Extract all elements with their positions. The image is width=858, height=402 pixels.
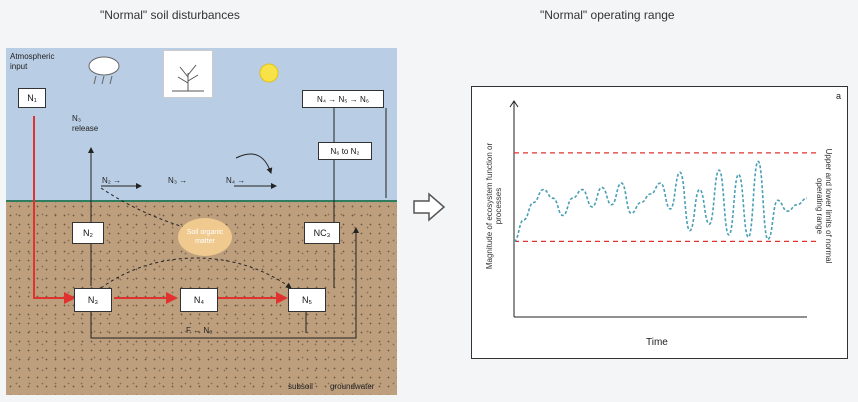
atmospheric-input-label: Atmospheric input: [10, 52, 55, 71]
red-flow-input: [33, 116, 76, 304]
y-axis-arrowhead: [509, 100, 519, 108]
node-n1: N₁: [18, 88, 46, 108]
flux-right-label: N₄ →: [226, 176, 246, 185]
node-n2: N₂: [72, 222, 104, 244]
sun-icon: [254, 58, 284, 88]
y-axis-label-right: Upper and lower limits of normal operati…: [815, 148, 833, 264]
node-n4-chain: N₄ → N₅ → N₆: [302, 90, 384, 108]
flux-mid-label: N₃ →: [168, 176, 188, 185]
function-series-line: [513, 160, 808, 243]
node-n6: N₆ to N₂: [318, 142, 372, 160]
node-n3: N₃: [74, 288, 112, 312]
curved-return-flow: [235, 153, 273, 174]
x-axis-label: Time: [646, 337, 668, 348]
y-axis-label-left: Magnitude of ecosystem function or proce…: [485, 142, 503, 270]
n3-release-label: N₃ release: [72, 114, 99, 133]
soil-organic-matter-pool: Soil organic matter: [178, 218, 232, 256]
groundwater-label: groundwater: [330, 382, 375, 391]
node-n4: N₄: [180, 288, 218, 312]
flux-left-label: N₂ →: [102, 176, 122, 185]
flow-arrows: [33, 108, 387, 339]
chart-canvas: [509, 100, 817, 318]
soil-diagram: Atmospheric input N₁ N₃ release N₄ → N₅ …: [6, 48, 397, 395]
bottom-return-flow: [90, 227, 359, 339]
tree-icon: [163, 50, 213, 98]
node-nc: NC₃: [304, 222, 340, 244]
cloud-rain-icon: [86, 54, 122, 88]
subsoil-label: subsoil: [288, 382, 313, 391]
left-panel-title: "Normal" soil disturbances: [100, 8, 240, 22]
soil-surface-line: [6, 200, 397, 202]
transition-arrow-icon: [413, 192, 446, 222]
bottom-flux-label: F ← N₆: [186, 326, 213, 335]
right-panel-title: "Normal" operating range: [540, 8, 675, 22]
node-n5: N₅: [288, 288, 326, 312]
chart-corner-label: a: [835, 91, 841, 101]
dashed-flow-arc: [100, 257, 292, 289]
operating-range-chart: a Time Magnitude of ecosystem function o…: [471, 86, 848, 359]
